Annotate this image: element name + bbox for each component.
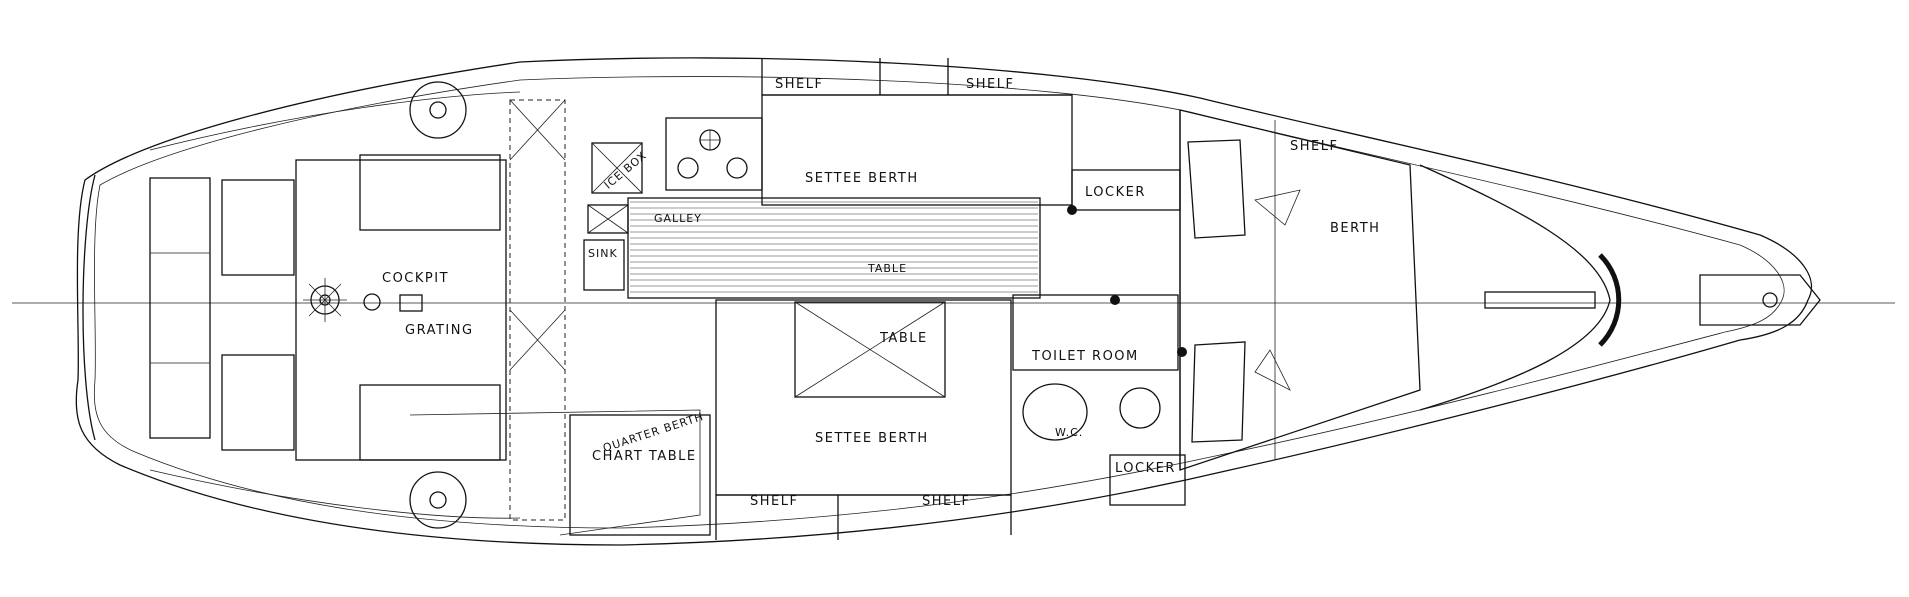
sheer-line — [149, 91, 521, 151]
anchor-well — [1484, 291, 1596, 309]
basin-icon — [1119, 387, 1161, 429]
chain-locker — [1419, 164, 1611, 411]
dinette-table — [794, 301, 946, 398]
berth-forward-label: BERTH — [1330, 221, 1380, 236]
chart-table — [569, 414, 711, 536]
ice-box — [591, 142, 643, 194]
cabin-sole — [630, 201, 1038, 293]
grating-label: GRATING — [405, 323, 474, 338]
pillow-icon-top — [1187, 139, 1246, 239]
stem — [1598, 253, 1622, 347]
binnacle-icon — [363, 293, 381, 311]
hull-inner-line — [93, 76, 1785, 529]
locker-mid-label: LOCKER — [1085, 185, 1146, 200]
wc-label: W.C. — [1055, 426, 1083, 439]
shelf-bottom-left-label: SHELF — [750, 494, 798, 509]
galley-label: GALLEY — [654, 212, 702, 225]
cleat-icon — [1762, 292, 1778, 308]
sink — [583, 239, 625, 291]
sink-label: SINK — [588, 247, 618, 260]
cockpit-locker-bottom — [359, 384, 501, 461]
cockpit-locker-top — [359, 154, 501, 231]
locker-bottom-label: LOCKER — [1115, 461, 1176, 476]
cockpit-label: COCKPIT — [382, 271, 449, 286]
settee-berth-top-label: SETTEE BERTH — [805, 171, 919, 186]
shelf-forward-label: SHELF — [1290, 139, 1338, 154]
grating-icon — [399, 294, 423, 312]
settee-berth-top — [761, 94, 1073, 206]
quarter-berth — [409, 409, 701, 536]
sheer-line-lower — [149, 469, 521, 519]
companionway — [509, 99, 566, 521]
bowsprit — [1699, 274, 1821, 326]
table-sole-label: TABLE — [867, 262, 907, 275]
shelf-bottom-right-label: SHELF — [922, 494, 970, 509]
wheel-icon — [303, 278, 347, 322]
v-berth-area — [1179, 109, 1421, 471]
cockpit-well — [295, 159, 507, 461]
cockpit-seat-stbd — [221, 354, 295, 451]
shelf-top-right-label: SHELF — [966, 77, 1014, 92]
locker-bottom — [1109, 454, 1186, 506]
toilet-room-label: TOILET ROOM — [1031, 349, 1139, 364]
shelf-top-left-label: SHELF — [775, 77, 823, 92]
toilet-room — [1012, 294, 1179, 371]
table-label: TABLE — [879, 331, 928, 346]
winch-icon-top — [409, 81, 467, 139]
winch-icon-bottom — [409, 471, 467, 529]
chart-table-label: CHART TABLE — [592, 449, 697, 464]
burner-icon — [677, 129, 748, 179]
hull-outline — [75, 57, 1813, 546]
pillow-icon-bottom — [1191, 341, 1246, 443]
cockpit-seat-aft — [149, 177, 211, 439]
wc-icon — [1022, 383, 1088, 441]
settee-berth-bottom-label: SETTEE BERTH — [815, 431, 929, 446]
transom — [82, 174, 96, 441]
cockpit-seat-port — [221, 179, 295, 276]
stove — [665, 117, 763, 191]
